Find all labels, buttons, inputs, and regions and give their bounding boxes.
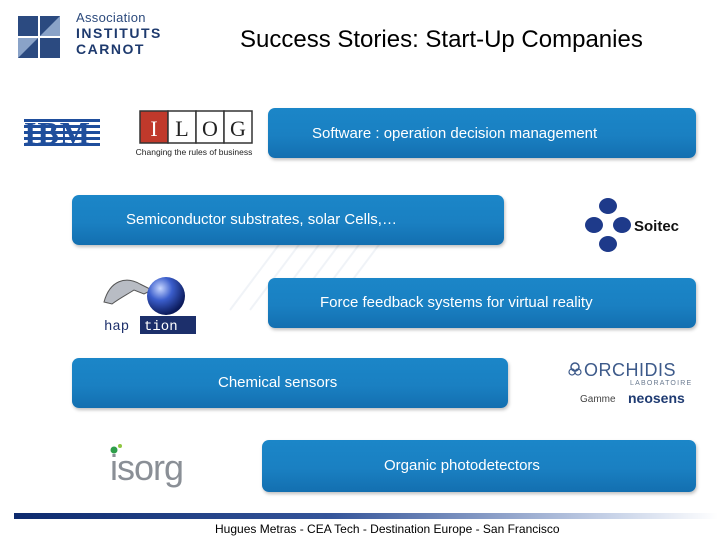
svg-text:O: O [202, 116, 218, 141]
haption-wordmark-icon: hap tion [104, 316, 196, 334]
orchidis-wordmark: ORCHIDIS [584, 360, 677, 380]
svg-text:hap: hap [104, 319, 129, 334]
logo-line-instituts: INSTITUTS [76, 25, 162, 41]
isorg-wordmark-icon: isorg [110, 444, 184, 488]
logo-line-carnot: CARNOT [76, 41, 145, 57]
footer-divider [14, 513, 718, 519]
ilog-blocks-icon: I L O G [139, 110, 253, 144]
story-text-organic: Organic photodetectors [384, 457, 540, 474]
soitec-wordmark: Soitec [634, 218, 680, 235]
footer-text: Hugues Metras - CEA Tech - Destination E… [215, 522, 560, 536]
story-box-chemical: Chemical sensors [72, 358, 508, 408]
ibm-wordmark: IBM [24, 115, 91, 151]
story-text-chemical: Chemical sensors [218, 374, 338, 391]
logo-line-association: Association [76, 10, 146, 25]
haption-hand-sphere-icon [103, 277, 185, 315]
carnot-mark-icon [16, 14, 64, 60]
svg-text:isorg: isorg [110, 447, 183, 488]
svg-text:tion: tion [144, 319, 178, 334]
ilog-tagline: Changing the rules of business [135, 147, 253, 157]
svg-text:I: I [150, 116, 157, 141]
slide-title: Success Stories: Start-Up Companies [240, 26, 643, 53]
orchidis-neosens-logo: ORCHIDIS LABORATOIRE Gamme neosens [566, 360, 696, 410]
story-box-organic: Organic photodetectors [262, 440, 696, 492]
svg-text:G: G [230, 116, 246, 141]
story-box-software: Software : operation decision management [268, 108, 696, 158]
ibm-logo: IBM [24, 117, 106, 149]
story-text-software: Software : operation decision management [312, 125, 598, 142]
isorg-logo: isorg isorg [108, 444, 204, 488]
story-text-semiconductor: Semiconductor substrates, solar Cells,… [126, 211, 397, 228]
svg-text:L: L [175, 116, 188, 141]
orchidis-flower-icon [568, 362, 582, 376]
story-box-semiconductor: Semiconductor substrates, solar Cells,… [72, 195, 504, 245]
soitec-mark-icon [585, 198, 631, 252]
story-text-force-feedback: Force feedback systems for virtual reali… [320, 294, 593, 311]
soitec-logo: Soitec [584, 194, 694, 256]
gamme-label: Gamme [580, 394, 616, 405]
institut-carnot-logo: Association INSTITUTS CARNOT [16, 8, 160, 66]
ilog-logo: I L O G Changing the rules of business [128, 107, 260, 161]
orchidis-laboratoire: LABORATOIRE [630, 380, 693, 387]
story-box-force-feedback: Force feedback systems for virtual reali… [268, 278, 696, 328]
neosens-wordmark: neosens [628, 390, 685, 406]
